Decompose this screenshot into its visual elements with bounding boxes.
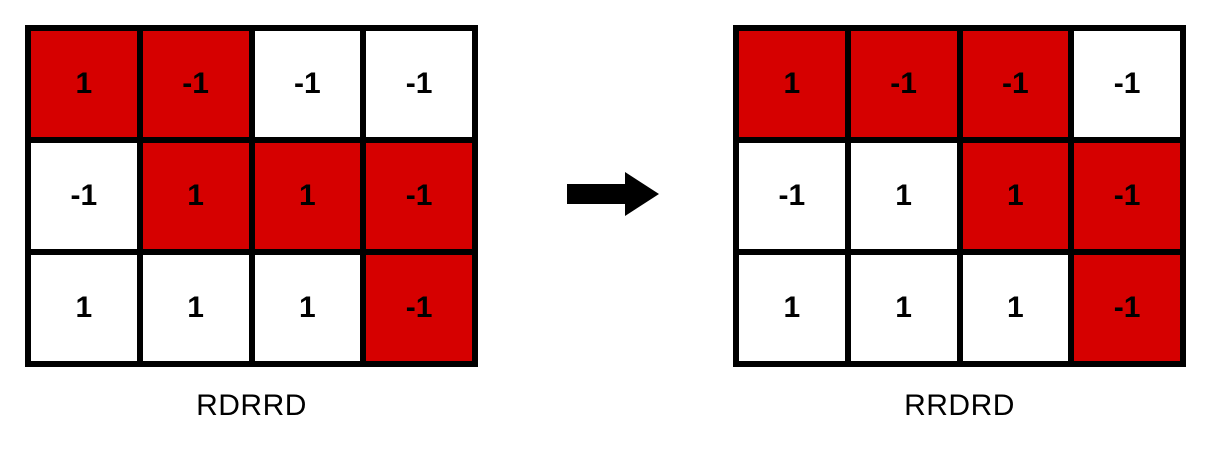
transform-arrow bbox=[567, 172, 659, 216]
grid-cell: -1 bbox=[366, 31, 472, 137]
before-grid-caption: RDRRD bbox=[196, 389, 307, 422]
after-grid-caption: RRDRD bbox=[904, 389, 1015, 422]
grid-cell: 1 bbox=[254, 255, 361, 361]
grid-cell: 1 bbox=[31, 255, 137, 361]
grid-cell: 1 bbox=[142, 255, 249, 361]
grid-cell: -1 bbox=[739, 143, 845, 249]
grid-cell: 1 bbox=[739, 255, 845, 361]
grid-cell: -1 bbox=[254, 31, 361, 137]
grid-cell: 1 bbox=[850, 255, 957, 361]
grid-cell: -1 bbox=[1074, 255, 1180, 361]
grid-cell: -1 bbox=[850, 31, 957, 137]
grid-cell: -1 bbox=[366, 143, 472, 249]
grid-cell: 1 bbox=[739, 31, 845, 137]
grid-cell: 1 bbox=[850, 143, 957, 249]
grid-cell: -1 bbox=[1074, 31, 1180, 137]
grid-cell: -1 bbox=[1074, 143, 1180, 249]
grid-cell: -1 bbox=[962, 31, 1069, 137]
grid-cell: 1 bbox=[142, 143, 249, 249]
grid-cell: 1 bbox=[254, 143, 361, 249]
right-arrow-icon bbox=[567, 172, 659, 216]
grid-cell: -1 bbox=[366, 255, 472, 361]
grid-cell: -1 bbox=[31, 143, 137, 249]
grid-cell: 1 bbox=[962, 143, 1069, 249]
grid-cell: 1 bbox=[31, 31, 137, 137]
grid-cell: -1 bbox=[142, 31, 249, 137]
grid-cell: 1 bbox=[962, 255, 1069, 361]
